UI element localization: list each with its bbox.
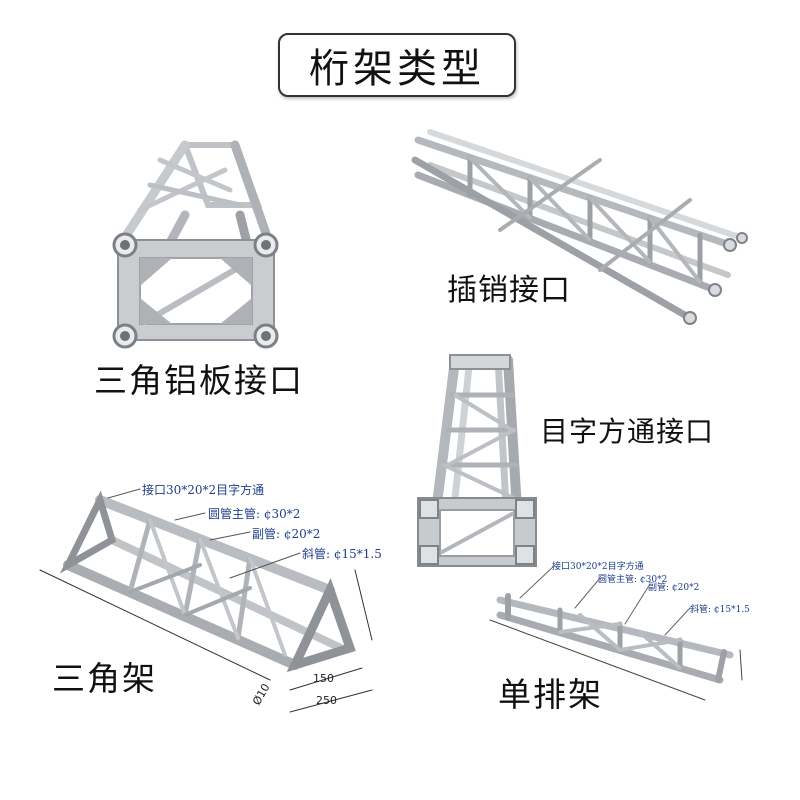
pin-joint-truss-image bbox=[411, 129, 748, 325]
triangle-dim-150: 150 bbox=[313, 672, 334, 685]
label-single-row-truss: 单排架 bbox=[498, 675, 603, 714]
label-pin-joint: 插销接口 bbox=[447, 273, 571, 308]
single-spec-sub-tube: 副管: ¢20*2 bbox=[648, 583, 700, 593]
single-spec-diag-tube: 斜管: ¢15*1.5 bbox=[690, 605, 750, 615]
triangle-spec-sub-tube: 副管: ¢20*2 bbox=[252, 527, 321, 541]
single-spec-main-tube: 圆管主管: ¢30*2 bbox=[598, 575, 668, 585]
triangle-spec-diag-tube: 斜管: ¢15*1.5 bbox=[302, 547, 382, 561]
label-rect-tube-joint: 目字方通接口 bbox=[540, 415, 715, 448]
label-triangle-plate-joint: 三角铝板接口 bbox=[94, 361, 304, 400]
page-title: 桁架类型 bbox=[278, 33, 516, 97]
single-spec-joint: 接口30*20*2目字方通 bbox=[552, 562, 644, 572]
triangle-spec-joint: 接口30*20*2目字方通 bbox=[142, 483, 265, 497]
single-row-truss-image bbox=[489, 564, 743, 701]
rect-tube-truss-image bbox=[417, 354, 537, 567]
triangle-plate-truss-image bbox=[112, 140, 279, 349]
triangle-truss-image bbox=[39, 488, 373, 713]
label-triangle-truss: 三角架 bbox=[52, 659, 157, 698]
triangle-dim-250: 250 bbox=[316, 694, 337, 707]
triangle-spec-main-tube: 圆管主管: ¢30*2 bbox=[208, 507, 301, 521]
